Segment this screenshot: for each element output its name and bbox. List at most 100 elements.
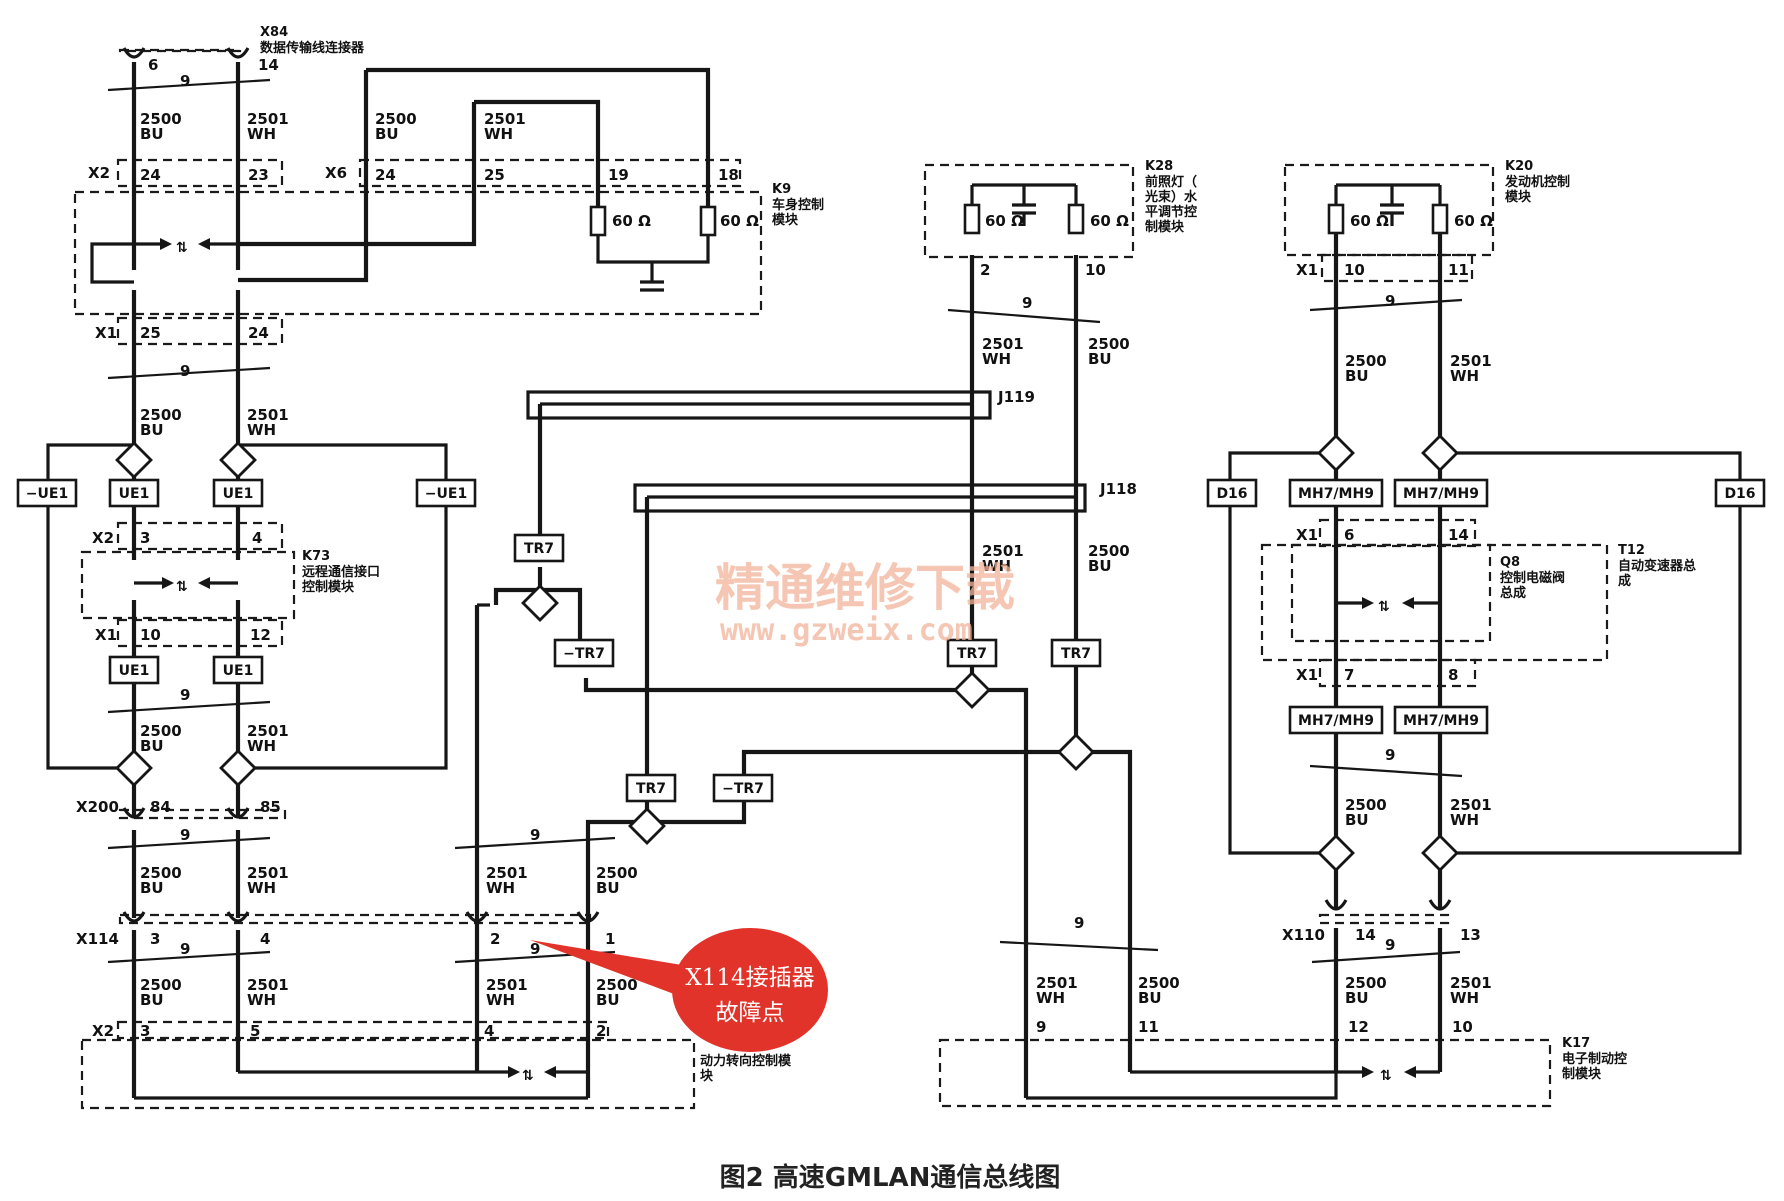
connector-labels: X2 X6 X1 X2 X1 X200 X114 X2 X110 X1 X1 X…: [76, 164, 1325, 1040]
svg-text:WH: WH: [247, 991, 276, 1009]
svg-text:2: 2: [490, 930, 500, 948]
svg-text:WH: WH: [1450, 989, 1479, 1007]
svg-text:18: 18: [718, 166, 739, 184]
x110-connector-box: [1318, 913, 1450, 925]
svg-text:2500: 2500: [140, 722, 182, 740]
k73-name-line2: 控制模块: [302, 579, 355, 595]
svg-text:WH: WH: [982, 350, 1011, 368]
k9-internal: [589, 205, 717, 292]
label-x1-t12-top: X1: [1296, 526, 1318, 544]
svg-text:WH: WH: [1450, 811, 1479, 829]
k71-x2-box: [116, 1020, 610, 1040]
q8-name-line1: 控制电磁阀: [1500, 570, 1565, 586]
svg-text:2500: 2500: [1345, 352, 1387, 370]
k20-x1-box: [1320, 253, 1474, 283]
k28-name-line1: 前照灯（: [1145, 174, 1197, 190]
callout-line2: 故障点: [716, 1000, 785, 1026]
svg-text:14: 14: [258, 56, 279, 74]
svg-text:4: 4: [484, 1022, 494, 1040]
svg-text:12: 12: [250, 626, 271, 644]
svg-text:2501: 2501: [247, 110, 289, 128]
svg-text:2500: 2500: [1138, 974, 1180, 992]
k20-internal: [1327, 183, 1449, 235]
svg-text:⇅: ⇅: [176, 579, 188, 595]
svg-text:BU: BU: [596, 879, 620, 897]
option-label-tr7-d: TR7: [1061, 646, 1091, 662]
svg-text:WH: WH: [486, 991, 515, 1009]
option-label-tr7-b: TR7: [636, 781, 666, 797]
svg-text:25: 25: [140, 324, 161, 342]
svg-text:2: 2: [596, 1022, 606, 1040]
svg-text:2500: 2500: [1088, 335, 1130, 353]
svg-text:BU: BU: [375, 125, 399, 143]
svg-text:24: 24: [248, 324, 269, 342]
k20-module-box: [1283, 163, 1495, 257]
option-label-mh-wh: MH7/MH9: [1403, 486, 1479, 502]
t12-id: T12: [1618, 543, 1645, 558]
twist-labels: 9 9 9 9 9 9 9 9 9 9 9 9: [180, 72, 1395, 958]
label-x1-t12-bottom: X1: [1296, 666, 1318, 684]
k28-name-line4: 制模块: [1145, 219, 1185, 235]
svg-text:WH: WH: [484, 125, 513, 143]
k73-id: K73: [302, 549, 330, 564]
svg-text:11: 11: [1448, 261, 1469, 279]
bidirectional-arrow-icons: ⇅ ⇅ ⇅ ⇅ ⇅: [176, 240, 1392, 1084]
k73-module-box: [80, 550, 296, 620]
k28-id: K28: [1145, 159, 1173, 174]
svg-text:2500: 2500: [596, 864, 638, 882]
label-j119: J119: [997, 388, 1035, 406]
label-j118: J118: [1099, 480, 1137, 498]
t12-name-line2: 成: [1618, 573, 1631, 589]
svg-text:2500: 2500: [375, 110, 417, 128]
svg-text:9: 9: [530, 826, 540, 844]
k17-id: K17: [1562, 1036, 1590, 1051]
splice-routing: [493, 255, 1440, 1100]
svg-text:2501: 2501: [486, 864, 528, 882]
k28-module-box: [923, 163, 1135, 259]
k9-x6-wires: [238, 67, 711, 283]
svg-text:8: 8: [1448, 666, 1458, 684]
svg-text:9: 9: [1385, 292, 1395, 310]
x200-connector-box: [118, 808, 287, 820]
svg-text:2501: 2501: [1450, 796, 1492, 814]
label-x1-k9: X1: [95, 324, 117, 342]
k17-name-line1: 电子制动控: [1562, 1051, 1627, 1067]
x84-name: 数据传输线连接器: [260, 40, 365, 56]
option-label-not-tr7-a: −TR7: [563, 646, 605, 662]
k17-name-line2: 制模块: [1562, 1066, 1602, 1082]
svg-text:24: 24: [140, 166, 161, 184]
svg-text:9: 9: [530, 940, 540, 958]
svg-text:5: 5: [250, 1022, 260, 1040]
option-label-mh-wh-low: MH7/MH9: [1403, 713, 1479, 729]
label-x1-k20: X1: [1296, 261, 1318, 279]
svg-text:WH: WH: [486, 879, 515, 897]
svg-text:2500: 2500: [140, 864, 182, 882]
option-label-not-ue1-right: −UE1: [425, 486, 467, 502]
k71-module-box: [80, 1038, 696, 1110]
svg-text:9: 9: [1385, 746, 1395, 764]
pin-numbers: 6 14 24 23 24 25 19 18 25 24 3 4 10 12 8…: [140, 56, 1481, 1040]
x114-left-connector-box: [118, 913, 592, 925]
k9-x6-box: [358, 158, 742, 188]
svg-text:2501: 2501: [1450, 352, 1492, 370]
svg-text:10: 10: [1452, 1018, 1473, 1036]
option-box-labels: −UE1 UE1 UE1 −UE1 UE1 UE1 TR7 −TR7 TR7 −…: [26, 486, 1756, 797]
svg-text:3: 3: [140, 1022, 150, 1040]
svg-text:4: 4: [260, 930, 270, 948]
svg-text:9: 9: [180, 362, 190, 380]
svg-text:BU: BU: [1345, 367, 1369, 385]
svg-text:BU: BU: [140, 991, 164, 1009]
svg-text:BU: BU: [140, 125, 164, 143]
svg-text:10: 10: [1085, 261, 1106, 279]
svg-text:9: 9: [1385, 936, 1395, 954]
option-label-d16-left: D16: [1216, 486, 1247, 502]
callout-line1: X114接插器: [685, 965, 814, 991]
svg-text:13: 13: [1460, 926, 1481, 944]
svg-text:9: 9: [1036, 1018, 1046, 1036]
option-label-not-tr7-b: −TR7: [722, 781, 764, 797]
connector-forks: [122, 47, 1452, 923]
svg-text:⇅: ⇅: [176, 240, 188, 256]
k28-name-line2: 光束）水: [1144, 189, 1198, 205]
svg-text:14: 14: [1355, 926, 1376, 944]
t12-name-line1: 自动变速器总: [1618, 558, 1696, 574]
